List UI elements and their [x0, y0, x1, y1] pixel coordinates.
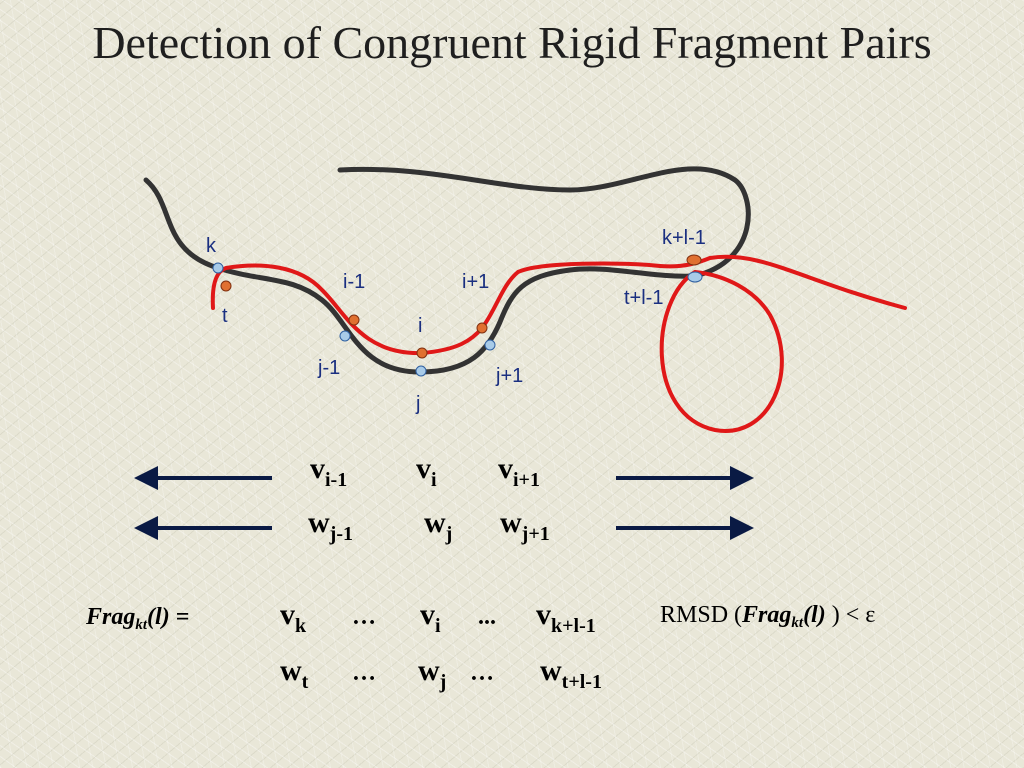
frag-v-i: vi	[420, 598, 441, 637]
point-k-l-1	[686, 254, 702, 266]
vector-v-i: vi	[416, 452, 437, 491]
label-t-l-1: t+l-1	[624, 287, 663, 309]
label-i-plus-1: i+1	[462, 271, 489, 293]
vector-w-j-plus-1: wj+1	[500, 506, 550, 545]
vector-v-i-minus-1: vi-1	[310, 452, 348, 491]
label-j-plus-1: j+1	[495, 365, 523, 387]
rmsd-frag-sub: kt	[791, 615, 804, 631]
point-i-plus-1	[476, 322, 488, 334]
point-j-plus-1	[484, 339, 496, 351]
rmsd-condition: RMSD (Fragkt(l) ) < ε	[660, 602, 875, 632]
red-chain-curve	[210, 254, 907, 356]
point-t-l-1	[687, 271, 703, 283]
point-i-minus-1	[348, 314, 360, 326]
page-title: Detection of Congruent Rigid Fragment Pa…	[92, 17, 932, 68]
dark-chain-curve	[143, 166, 751, 375]
frag-v-k-l-1: vk+l-1	[536, 598, 596, 637]
label-j: j	[415, 393, 420, 415]
frag-v-ellipsis-2: ...	[478, 604, 496, 630]
label-k: k	[206, 235, 217, 257]
vector-w-j-minus-1: wj-1	[308, 506, 353, 545]
frag-w-ellipsis-2: …	[470, 660, 494, 686]
point-i	[416, 347, 428, 359]
red-loop-curve	[659, 270, 784, 433]
label-t: t	[222, 305, 228, 327]
label-k-l-1: k+l-1	[662, 227, 706, 249]
point-t	[220, 280, 232, 292]
frag-definition-lhs: Fragkt(l) =	[86, 604, 190, 633]
vector-v-i-plus-1: vi+1	[498, 452, 540, 491]
point-j-minus-1	[339, 330, 351, 342]
rmsd-prefix: RMSD (	[660, 602, 743, 628]
frag-v-k: vk	[280, 598, 307, 637]
label-i: i	[418, 315, 422, 337]
frag-w-t-l-1: wt+l-1	[540, 654, 602, 693]
frag-v-ellipsis-1: …	[352, 604, 376, 630]
rmsd-suffix: ) < ε	[825, 602, 876, 628]
point-j	[415, 365, 427, 377]
label-i-minus-1: i-1	[343, 271, 365, 293]
point-k	[212, 262, 224, 274]
frag-w-t: wt	[280, 654, 309, 693]
vector-w-j: wj	[424, 506, 453, 545]
rmsd-frag-arg: (l)	[803, 602, 826, 628]
frag-w-j: wj	[418, 654, 447, 693]
frag-w-ellipsis-1: …	[352, 660, 376, 686]
rmsd-frag-name: Frag	[742, 602, 792, 628]
label-j-minus-1: j-1	[317, 357, 340, 379]
